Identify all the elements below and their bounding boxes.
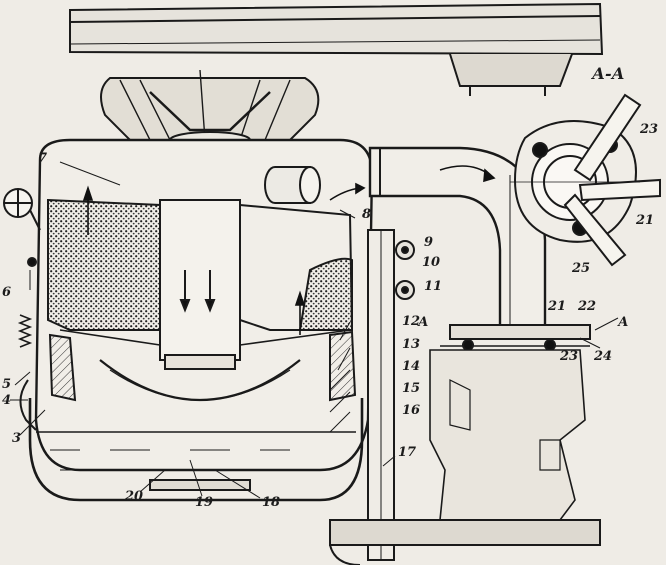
callout-3: 3	[12, 431, 22, 446]
callout-9: 9	[424, 235, 434, 250]
callout-4: 4	[2, 393, 12, 408]
callout-18: 18	[262, 495, 281, 510]
callout-7: 7	[38, 151, 48, 166]
flow-arrows	[82, 165, 496, 335]
callout-23a: 23	[560, 349, 579, 364]
callout-8: 8	[362, 207, 372, 222]
oil-bath	[28, 398, 364, 502]
callout-15: 15	[402, 381, 421, 396]
callout-13: 13	[402, 337, 421, 352]
section-title: А-А	[592, 64, 625, 83]
callout-14: 14	[402, 359, 421, 374]
callout-21a: 21	[548, 299, 567, 314]
callout-25: 25	[572, 261, 591, 276]
engine-casting	[429, 349, 586, 521]
section-mark-right: А	[618, 315, 629, 330]
flange	[449, 324, 591, 340]
outlet-pipe	[368, 146, 547, 332]
callout-24: 24	[594, 349, 613, 364]
section-mark-left: А	[418, 315, 429, 330]
callout-19: 19	[195, 495, 214, 510]
base-plate	[329, 519, 601, 546]
leader-lines	[10, 161, 619, 499]
callout-16: 16	[402, 403, 421, 418]
callout-10: 10	[422, 255, 441, 270]
callout-17: 17	[398, 445, 417, 460]
callout-12: 12	[402, 314, 421, 329]
callout-21b: 21	[636, 213, 655, 228]
callout-20: 20	[125, 489, 144, 504]
callout-5: 5	[2, 377, 12, 392]
central-tube	[159, 199, 241, 361]
callout-6: 6	[2, 285, 12, 300]
top-frame	[69, 2, 604, 56]
callout-11: 11	[424, 279, 443, 294]
callout-22: 22	[578, 299, 597, 314]
filter-left	[47, 198, 161, 331]
spring	[17, 314, 33, 348]
top-bracket	[449, 53, 573, 87]
callout-23b: 23	[640, 122, 659, 137]
section-aa-detail	[510, 93, 661, 267]
